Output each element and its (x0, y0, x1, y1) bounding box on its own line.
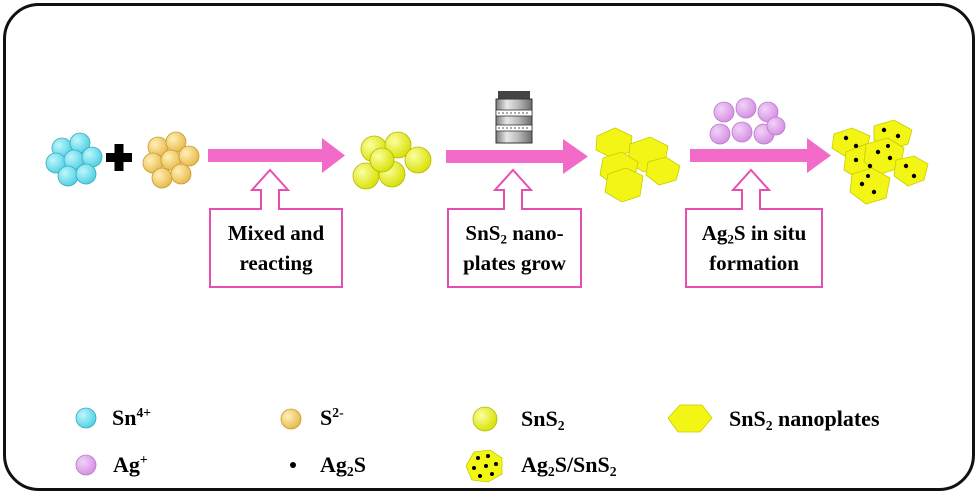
legend-composite-icon (465, 449, 503, 483)
legend-composite-label: Ag2S/SnS2 (521, 452, 617, 479)
reaction-arrow-1 (208, 138, 345, 173)
ag2s-sns2-composite-cluster (831, 119, 929, 205)
legend-s2-label: S2- (320, 404, 344, 430)
legend-sns2-label: SnS2 (521, 406, 565, 433)
legend-nanoplates-label: SnS2 nanoplates (729, 406, 880, 433)
legend-ag2s-label: Ag2S (320, 452, 366, 479)
legend-ag-label: Ag+ (113, 451, 148, 477)
legend-ag2s-dot-icon (290, 462, 296, 468)
step-2-label: SnS2 nano- plates grow (463, 221, 566, 275)
reaction-arrow-2 (446, 139, 588, 174)
sn4-ion-cluster (45, 132, 103, 187)
ag-ion-cluster (709, 97, 786, 145)
callout-box-3 (685, 168, 823, 288)
plus-icon (106, 144, 132, 171)
step-1-label: Mixed and reacting (227, 221, 325, 275)
callout-box-1 (209, 168, 343, 288)
callout-box-2 (447, 168, 582, 288)
reaction-arrow-3 (690, 138, 831, 173)
sns2-particle-cluster (352, 131, 432, 190)
legend-sn4-label: Sn4+ (112, 404, 152, 430)
legend-s2-icon (280, 408, 302, 430)
s2-ion-cluster (142, 131, 200, 189)
step-3-label: Ag2S in situ formation (701, 221, 807, 275)
autoclave-icon (495, 91, 533, 144)
legend-ag-icon (75, 454, 97, 476)
legend-sns2-icon (472, 406, 498, 432)
legend-sn4-icon (75, 407, 97, 429)
legend-nanoplate-icon (667, 404, 713, 433)
sns2-nanoplate-cluster (595, 127, 681, 203)
